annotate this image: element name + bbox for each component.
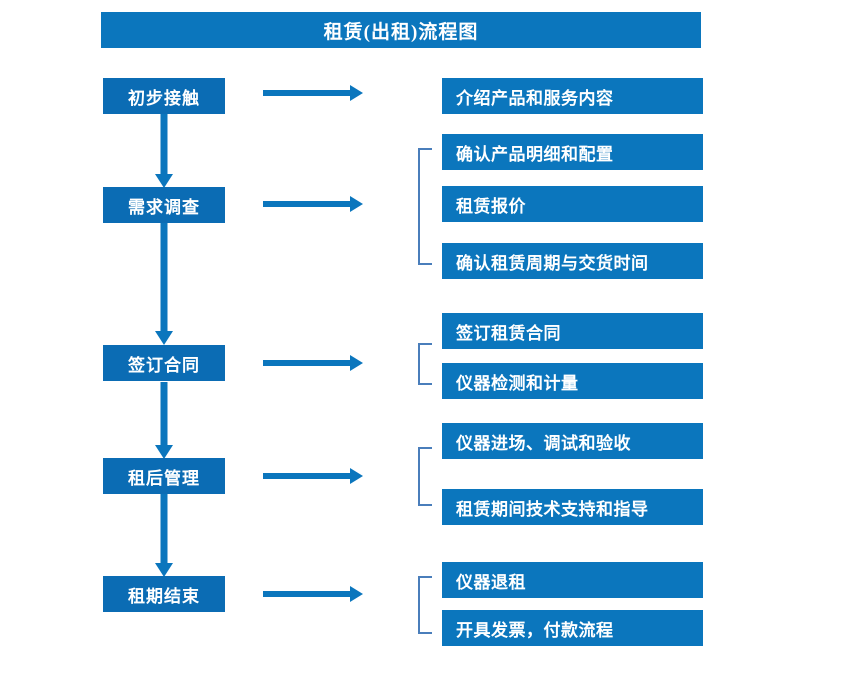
vertical-arrow-stage3-stage4 — [155, 382, 173, 459]
group-bracket-4 — [418, 447, 432, 506]
stage-box-sign-contract[interactable]: 签订合同 — [103, 345, 225, 381]
diagram-title: 租赁(出租)流程图 — [101, 12, 701, 48]
group-bracket-3 — [418, 343, 432, 385]
detail-box-sign-rental-contract[interactable]: 签订租赁合同 — [442, 313, 703, 349]
group-bracket-5 — [418, 576, 432, 634]
stage-box-post-rental-management[interactable]: 租后管理 — [103, 458, 225, 494]
detail-box-rental-quotation[interactable]: 租赁报价 — [442, 186, 703, 222]
stage-box-initial-contact[interactable]: 初步接触 — [103, 78, 225, 114]
detail-box-introduce-products[interactable]: 介绍产品和服务内容 — [442, 78, 703, 114]
vertical-arrow-stage1-stage2 — [155, 114, 173, 188]
detail-box-instrument-entry-commissioning[interactable]: 仪器进场、调试和验收 — [442, 423, 703, 459]
detail-box-confirm-product-details[interactable]: 确认产品明细和配置 — [442, 134, 703, 170]
vertical-arrow-stage4-stage5 — [155, 494, 173, 577]
horizontal-arrow-stage1 — [263, 85, 363, 101]
horizontal-arrow-stage2 — [263, 196, 363, 212]
detail-box-confirm-rental-period[interactable]: 确认租赁周期与交货时间 — [442, 243, 703, 279]
detail-box-instrument-return[interactable]: 仪器退租 — [442, 562, 703, 598]
detail-box-technical-support[interactable]: 租赁期间技术支持和指导 — [442, 489, 703, 525]
horizontal-arrow-stage5 — [263, 586, 363, 602]
detail-box-invoice-payment[interactable]: 开具发票，付款流程 — [442, 610, 703, 646]
stage-box-demand-survey[interactable]: 需求调查 — [103, 187, 225, 223]
detail-box-instrument-inspection[interactable]: 仪器检测和计量 — [442, 363, 703, 399]
stage-box-rental-end[interactable]: 租期结束 — [103, 576, 225, 612]
horizontal-arrow-stage4 — [263, 468, 363, 484]
vertical-arrow-stage2-stage3 — [155, 223, 173, 345]
group-bracket-2 — [418, 148, 432, 265]
horizontal-arrow-stage3 — [263, 355, 363, 371]
